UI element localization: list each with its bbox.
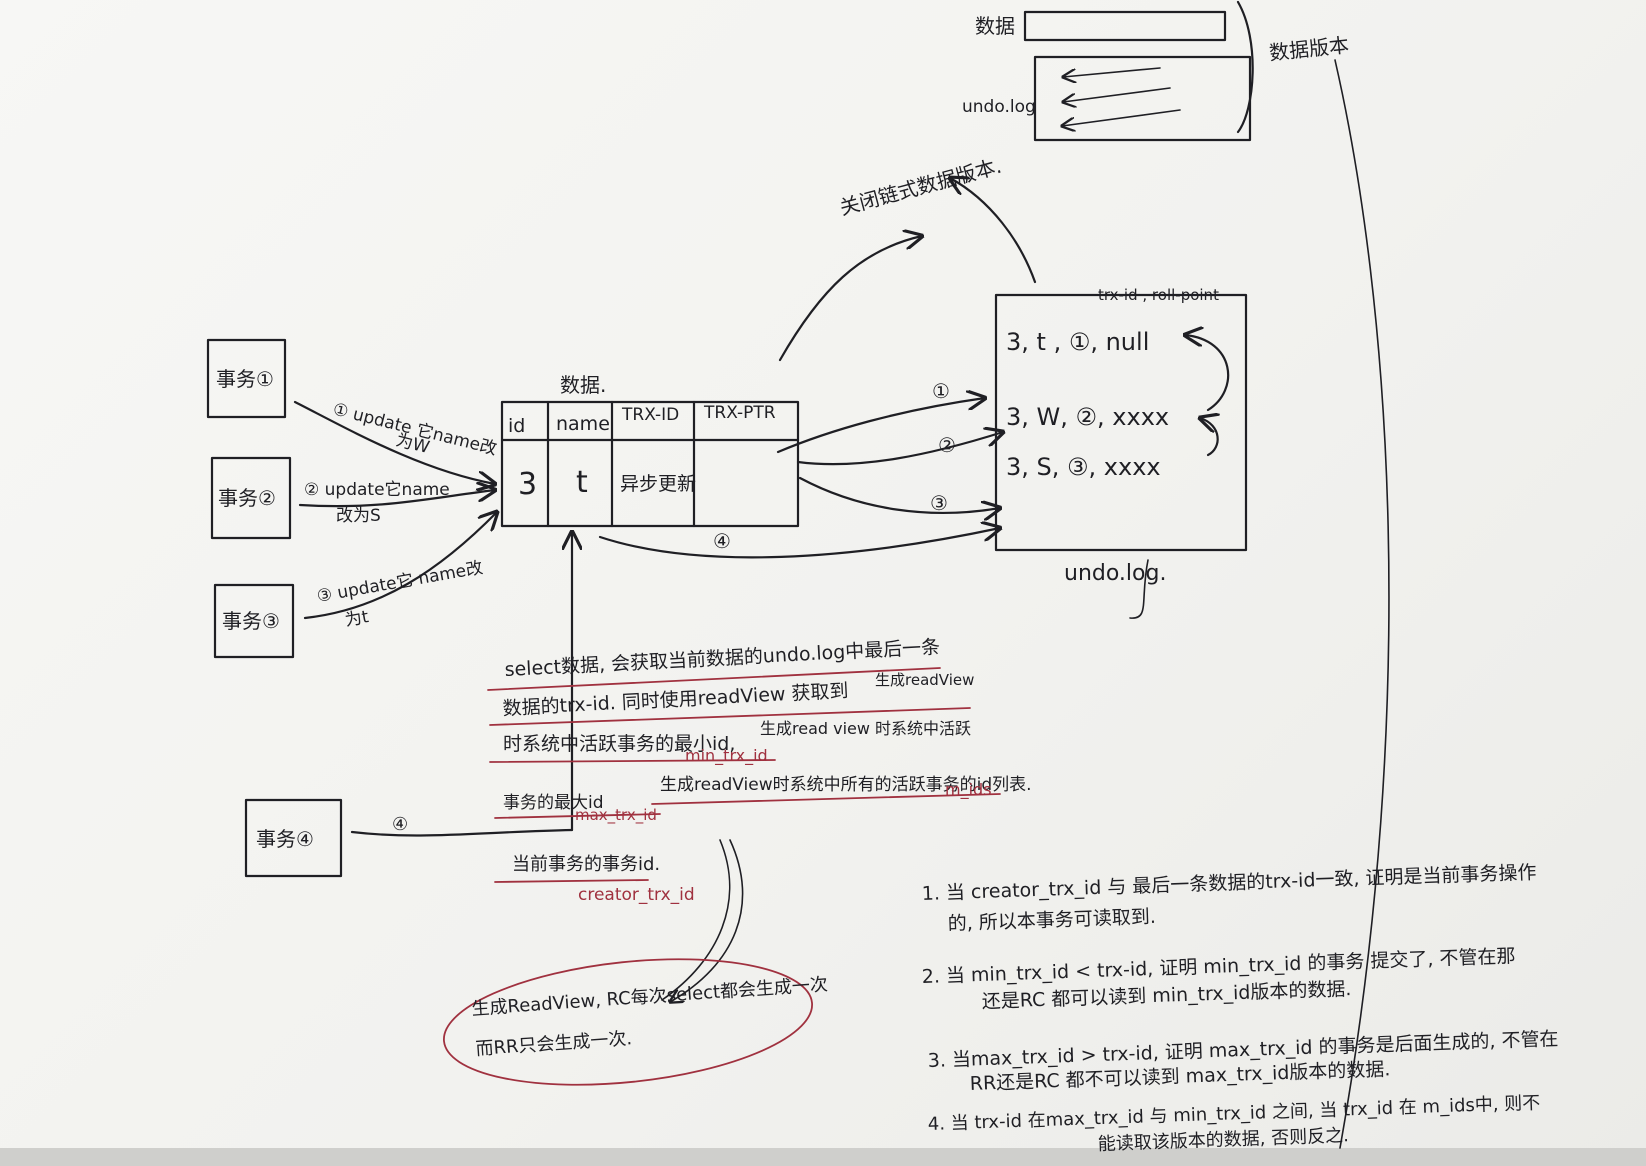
version-chain-text: 关闭链式数据版本. [837,154,1004,220]
select-line-8: max_trx_id [575,806,657,825]
arrow-label-1: ① [932,379,950,403]
visibility-rules: 1. 当 creator_trx_id 与 最后一条数据的trx-id一致, 证… [921,862,1558,1155]
arrow-label-4b: ④ [392,814,408,835]
select-line-7: 事务的最大id [503,793,604,813]
select-line-3b: 生成read view 时系统中活跃 [760,719,971,738]
rule-4-line-2: 能读取该版本的数据, 否则反之. [1097,1125,1349,1155]
cell-trx-id: 异步更新 [620,473,696,495]
transaction-4-box: 事务④ [244,798,343,878]
select-line-10: creator_trx_id [578,885,695,905]
update-3-text-2: 为t [343,607,370,631]
top-right-diagram: 数据 undo.log 数据版本 [962,0,1390,1149]
header-trx-id: TRX-ID [621,405,679,425]
undo-row-1: 3, t , ①, null [1006,328,1149,356]
select-line-6: m_ids [945,780,992,800]
arrow-label-2: ② [938,433,956,457]
select-note: select数据, 会获取当前数据的undo.log中最后一条 数据的trx-i… [350,532,1032,1002]
data-table-title: 数据. [560,373,606,397]
transaction-3-box: 事务③ [213,583,295,659]
update-2-text-2: 改为S [336,506,381,526]
version-chain-note: 关闭链式数据版本. [837,154,1037,284]
rule-2-line-1: 2. 当 min_trx_id < trx-id, 证明 min_trx_id … [921,945,1515,988]
data-table: 数据. id name TRX-ID TRX-PTR 3 t 异步更新 [500,373,800,528]
rule-1-line-2: 的, 所以本事务可读取到. [947,906,1156,935]
transaction-3-label: 事务③ [222,609,280,633]
top-data-label: 数据 [975,14,1015,38]
cell-id: 3 [518,467,537,502]
select-line-2b: 生成readView [875,671,974,689]
update-2-text: ② update它name [304,480,450,500]
arrow-label-4: ④ [713,529,731,553]
select-line-4: min_trx_id [685,746,768,766]
transaction-2-label: 事务② [218,486,276,510]
update-arrow-2: ② update它name 改为S [298,480,495,526]
update-arrow-3: ③ update它 name改 为t [303,512,497,631]
readview-circle-note: 生成ReadView, RC每次select都会生成一次 而RR只会生成一次. [443,958,829,1086]
transaction-1-label: 事务① [216,367,274,391]
circle-line-2: 而RR只会生成一次. [475,1028,633,1060]
table-to-undo-arrows: ① ② ③ ④ [598,236,1003,559]
header-trx-ptr: TRX-PTR [703,403,776,423]
undo-row-2: 3, W, ②, xxxx [1006,403,1169,431]
transaction-4-label: 事务④ [256,827,314,851]
undo-log-box: trx-id , roll-point 3, t , ①, null 3, W,… [994,286,1248,619]
select-line-5b: 生成readView时系统中所有的活跃事务的id列表. [660,775,1032,795]
select-line-9: 当前事务的事务id. [512,854,660,875]
update-3-text: ③ update它 name改 [315,558,484,607]
arrow-label-3: ③ [930,491,948,515]
table-edge [0,1148,1646,1166]
transaction-1-box: 事务① [206,338,287,419]
select-line-3: 时系统中活跃事务的最小id, [503,733,735,755]
undo-row-3: 3, S, ③, xxxx [1006,453,1161,481]
transaction-2-box: 事务② [210,456,292,540]
top-chain-label: 数据版本 [1268,33,1350,65]
top-undo-label: undo.log [962,97,1036,117]
update-arrow-1: ① update 它name改 为W [293,399,499,484]
undo-log-label: undo.log. [1064,561,1166,586]
header-id: id [508,415,525,437]
header-name: name [556,413,610,435]
cell-name: t [576,465,588,500]
rule-1-line-1: 1. 当 creator_trx_id 与 最后一条数据的trx-id一致, 证… [921,862,1536,905]
